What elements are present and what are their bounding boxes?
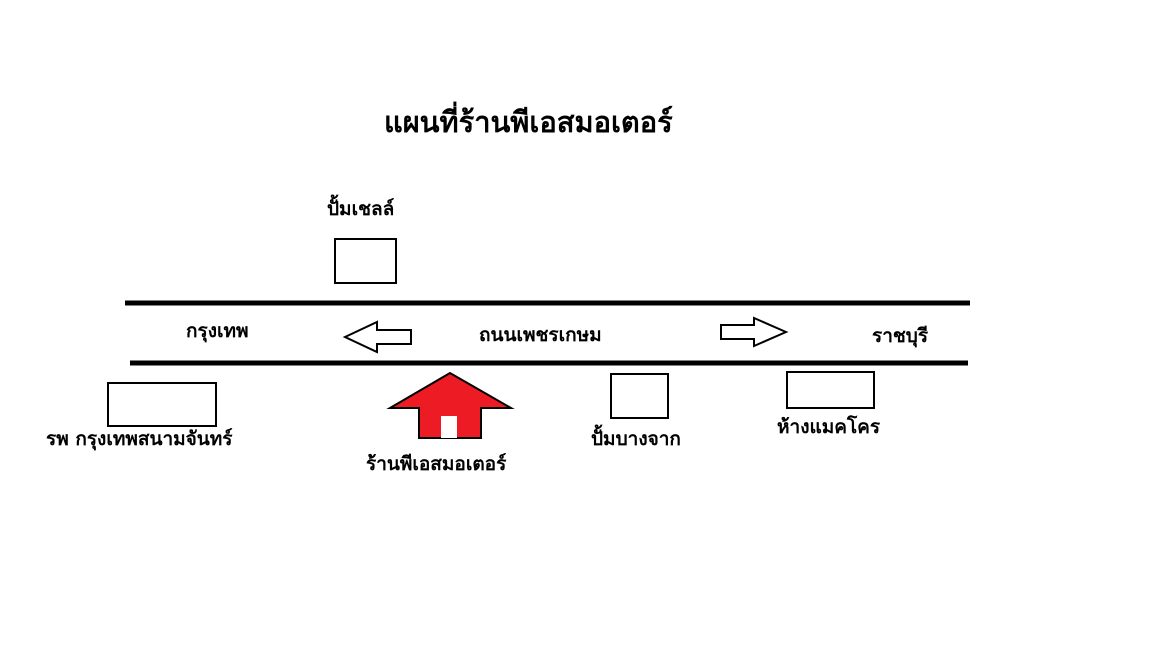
hospital-box — [107, 382, 217, 427]
hospital-label: รพ กรุงเทพสนามจันทร์ — [46, 428, 233, 450]
shop-label: ร้านพีเอสมอเตอร์ — [366, 453, 507, 475]
direction-ratchaburi-label: ราชบุรี — [872, 325, 929, 347]
arrow-left-icon — [342, 320, 412, 354]
shell-pump-box — [334, 238, 397, 284]
direction-bangkok-label: กรุงเทพ — [186, 320, 249, 342]
shop-door — [441, 416, 457, 438]
bangchak-pump-box — [610, 373, 669, 419]
shell-pump-label: ปั้มเชลล์ — [327, 198, 395, 220]
bangchak-pump-label: ปั้มบางจาก — [591, 428, 681, 450]
makro-label: ห้างแมคโคร — [777, 416, 881, 438]
map-title: แผนที่ร้านพีเอสมอเตอร์ — [384, 105, 673, 139]
makro-box — [786, 371, 875, 409]
arrow-right-icon — [720, 316, 789, 348]
road-name-label: ถนนเพชรเกษม — [479, 324, 602, 346]
